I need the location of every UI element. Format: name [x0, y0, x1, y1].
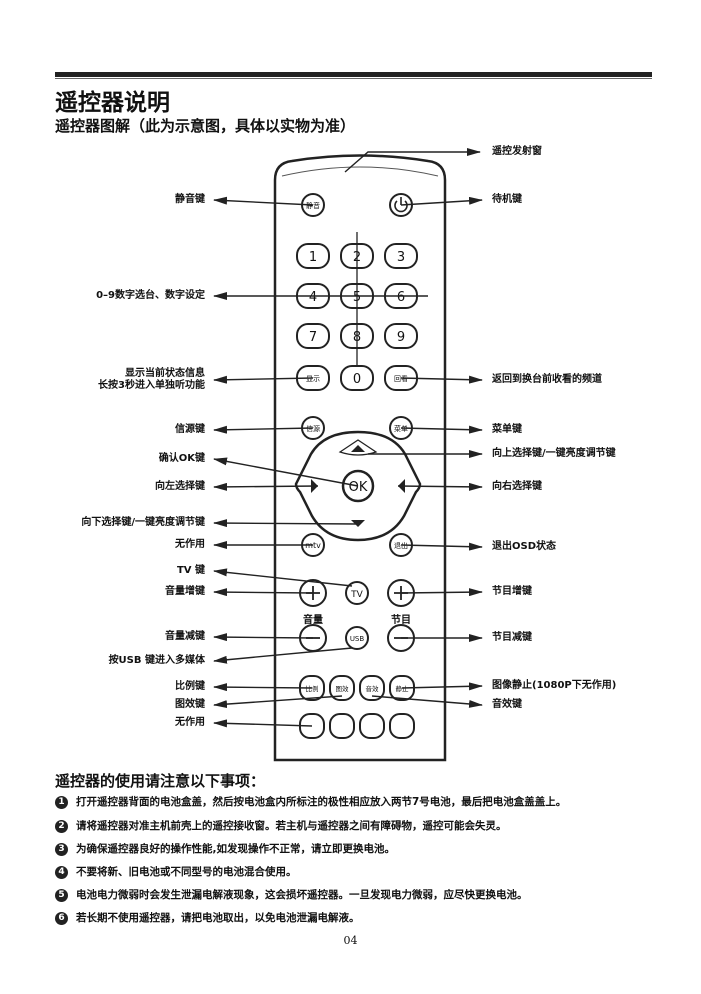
digit-key-1: 1: [309, 250, 317, 265]
label-emitter: 遥控发射窗: [492, 146, 542, 157]
note-text: 电池电力微弱时会发生泄漏电解液现象，这会损坏遥控器。一旦发现电力微弱，应尽快更换…: [76, 889, 528, 901]
note-number: 5: [55, 888, 68, 902]
label-tv: TV 键: [176, 565, 205, 576]
label-vol-down: 音量减键: [165, 631, 205, 642]
label-picture: 图效键: [175, 699, 205, 710]
note-item: 2 请将遥控器对准主机前壳上的遥控接收窗。若主机与遥控器之间有障碍物，遥控可能会失…: [55, 818, 507, 833]
label-none2: 无作用: [175, 717, 205, 728]
ok-button-label: OK: [349, 480, 368, 495]
digit-key-4: 4: [309, 290, 317, 305]
page-number: 04: [343, 934, 358, 947]
tv-button-label: TV: [350, 590, 363, 600]
note-number: 2: [55, 819, 68, 833]
label-digits: 0–9数字选台、数字设定: [96, 290, 205, 301]
sound-button-label: 音效: [366, 684, 380, 693]
label-mute: 静音键: [175, 194, 205, 205]
label-ratio: 比例键: [175, 681, 205, 692]
label-recall: 返回到换台前收看的频道: [492, 374, 602, 385]
digit-key-3: 3: [397, 250, 405, 265]
recall-button-label: 回看: [394, 375, 408, 383]
callout-arrows: [213, 148, 483, 728]
label-mtv: 无作用: [175, 539, 205, 550]
label-menu: 菜单键: [492, 424, 522, 435]
note-item: 5 电池电力微弱时会发生泄漏电解液现象，这会损坏遥控器。一旦发现电力微弱，应尽快更…: [55, 887, 528, 902]
label-ok: 确认OK键: [158, 453, 205, 464]
blank-button-4: [389, 713, 415, 739]
header-rule-thin: [55, 78, 652, 79]
note-item: 1 打开遥控器背面的电池盒盖，然后按电池盒内所标注的极性相应放入两节7号电池，最后…: [55, 794, 566, 809]
label-ch-down: 节目减键: [492, 632, 532, 643]
note-number: 6: [55, 911, 68, 925]
channel-caption: 节目: [391, 613, 411, 626]
volume-caption: 音量: [303, 613, 323, 626]
label-vol-up: 音量增键: [165, 586, 205, 597]
label-source: 信源键: [175, 424, 205, 435]
picture-button-label: 图效: [336, 684, 350, 693]
picture-button: [329, 675, 355, 701]
diagram-subtitle: 遥控器图解（此为示意图，具体以实物为准）: [55, 117, 356, 135]
label-sound: 音效键: [492, 699, 522, 710]
note-text: 若长期不使用遥控器，请把电池取出，以免电池泄漏电解液。: [76, 912, 360, 924]
label-usb: 按USB 键进入多媒体: [108, 655, 205, 666]
label-ch-up: 节目增键: [492, 586, 532, 597]
header-rule: [55, 72, 652, 77]
mtv-button-label: mtv: [305, 541, 321, 550]
label-left: 向左选择键: [155, 481, 205, 492]
display-button-label: 显示: [306, 375, 320, 383]
note-text: 不要将新、旧电池或不同型号的电池混合使用。: [76, 866, 297, 878]
digit-key-9: 9: [397, 330, 405, 345]
label-freeze: 图像静止(1080P下无作用): [492, 680, 617, 691]
note-number: 1: [55, 795, 68, 809]
label-right: 向右选择键: [492, 481, 542, 492]
digit-key-7: 7: [309, 330, 317, 345]
label-up: 向上选择键/一键亮度调节键: [492, 448, 616, 459]
blank-button-2: [329, 713, 355, 739]
digit-key-0-label: 0: [353, 372, 361, 387]
label-standby: 待机键: [492, 194, 522, 205]
label-exit: 退出OSD状态: [492, 541, 557, 552]
mute-button-label: 静音: [306, 201, 320, 210]
note-text: 打开遥控器背面的电池盒盖，然后按电池盒内所标注的极性相应放入两节7号电池，最后把…: [76, 796, 567, 808]
note-item: 3 为确保遥控器良好的操作性能,如发现操作不正常，请立即更换电池。: [55, 841, 395, 856]
note-text: 为确保遥控器良好的操作性能,如发现操作不正常，请立即更换电池。: [76, 843, 395, 855]
label-down: 向下选择键/一键亮度调节键: [81, 517, 205, 528]
note-item: 6 若长期不使用遥控器，请把电池取出，以免电池泄漏电解液。: [55, 910, 360, 925]
ratio-button-label: 比例: [306, 684, 319, 693]
label-display: 显示当前状态信息 长按3秒进入单独听功能: [98, 368, 205, 391]
page-title: 遥控器说明: [55, 90, 170, 116]
tv-button: [345, 581, 369, 605]
usb-button: [345, 626, 369, 650]
note-number: 3: [55, 842, 68, 856]
note-number: 4: [55, 865, 68, 879]
usb-button-label: USB: [350, 635, 365, 643]
sound-button: [359, 675, 385, 701]
note-item: 4 不要将新、旧电池或不同型号的电池混合使用。: [55, 864, 297, 879]
note-text: 请将遥控器对准主机前壳上的遥控接收窗。若主机与遥控器之间有障碍物，遥控可能会失灵…: [76, 820, 507, 832]
up-arrow-icon: [351, 445, 365, 452]
blank-button-3: [359, 713, 385, 739]
digit-key-6: 6: [397, 290, 405, 305]
notes-title: 遥控器的使用请注意以下事项：: [55, 772, 266, 790]
